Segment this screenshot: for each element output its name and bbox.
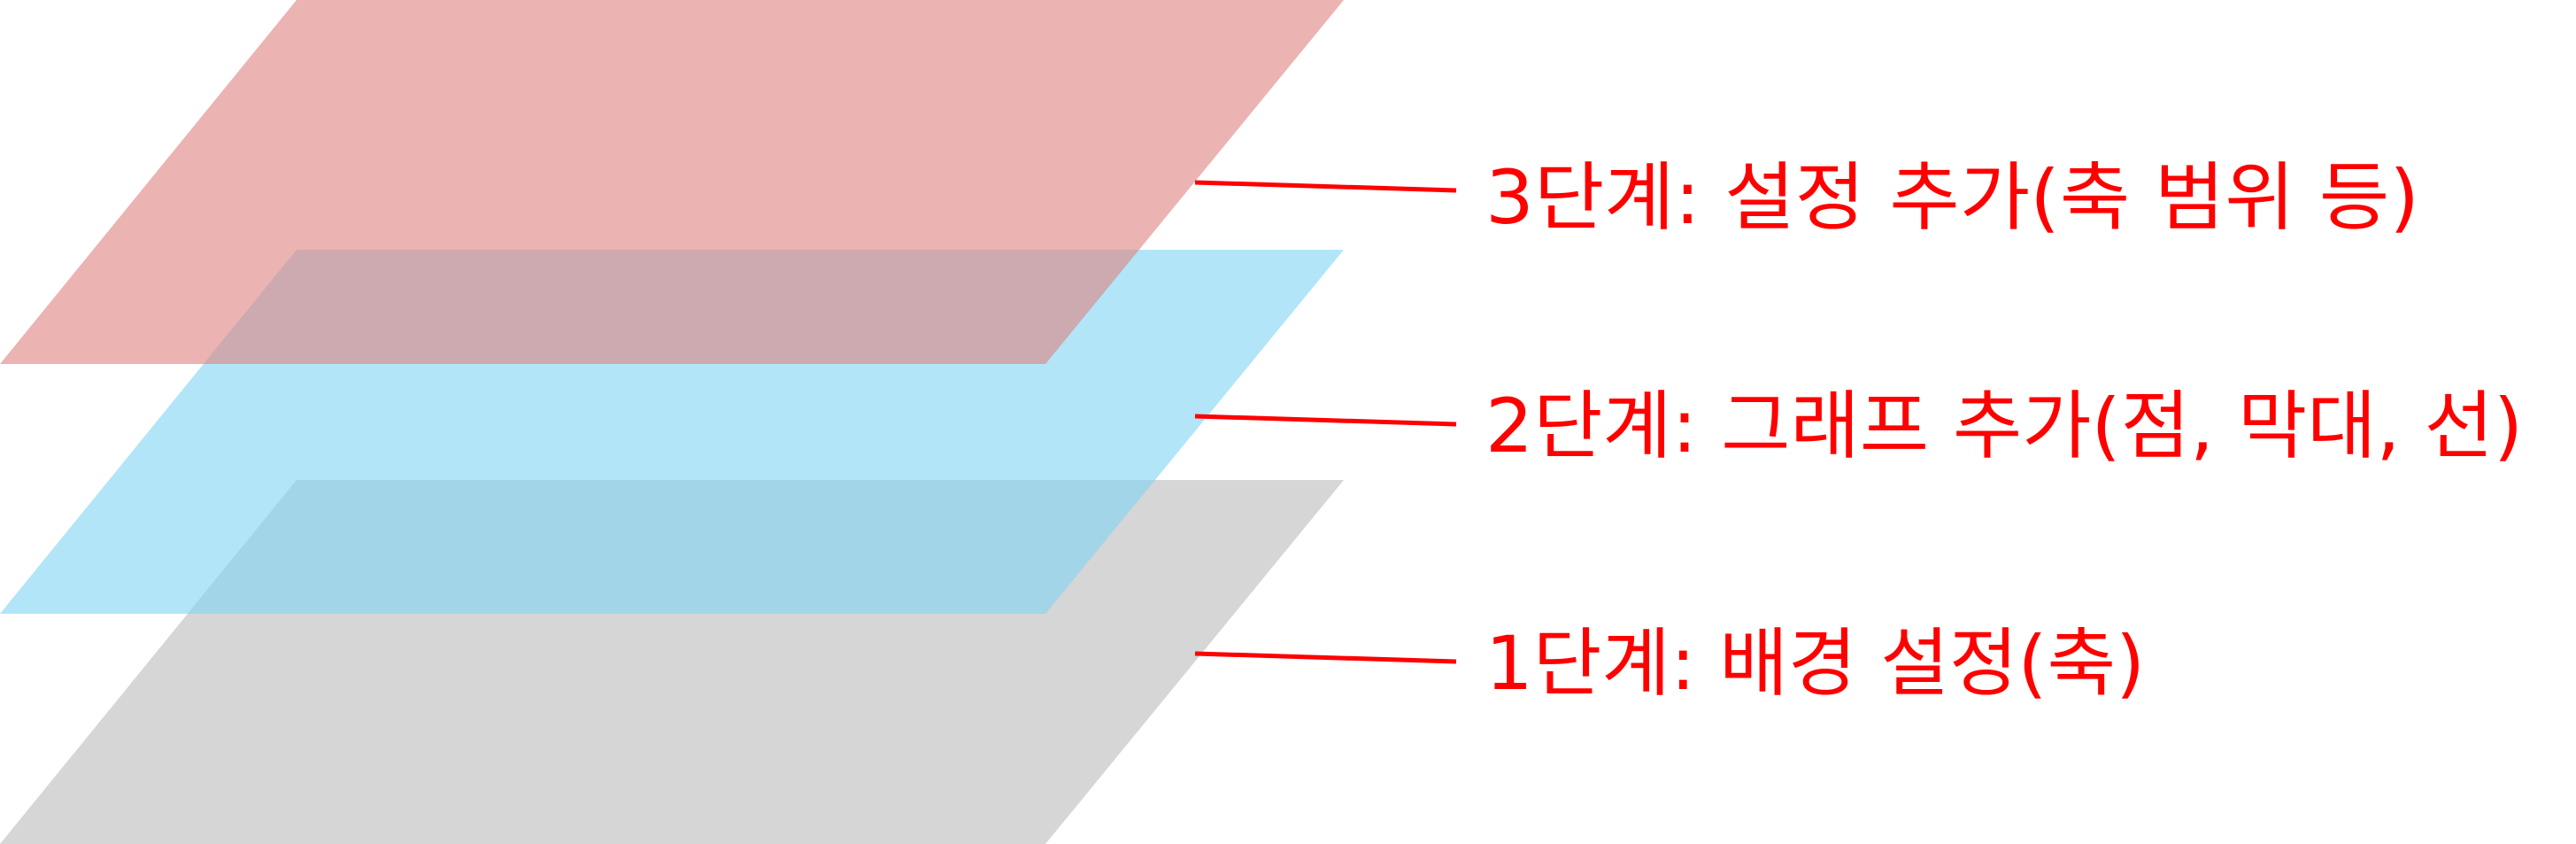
layer-1-label: 1단계: 배경 설정(축) xyxy=(1485,620,2145,707)
layer-2-connector xyxy=(1194,414,1457,427)
layer-3-connector xyxy=(1194,180,1457,193)
layer-1-connector xyxy=(1194,651,1457,664)
layer-2-label: 2단계: 그래프 추가(점, 막대, 선) xyxy=(1485,383,2523,469)
layer-3-plane xyxy=(0,0,1344,364)
layer-3-label: 3단계: 설정 추가(축 범위 등) xyxy=(1485,154,2419,241)
